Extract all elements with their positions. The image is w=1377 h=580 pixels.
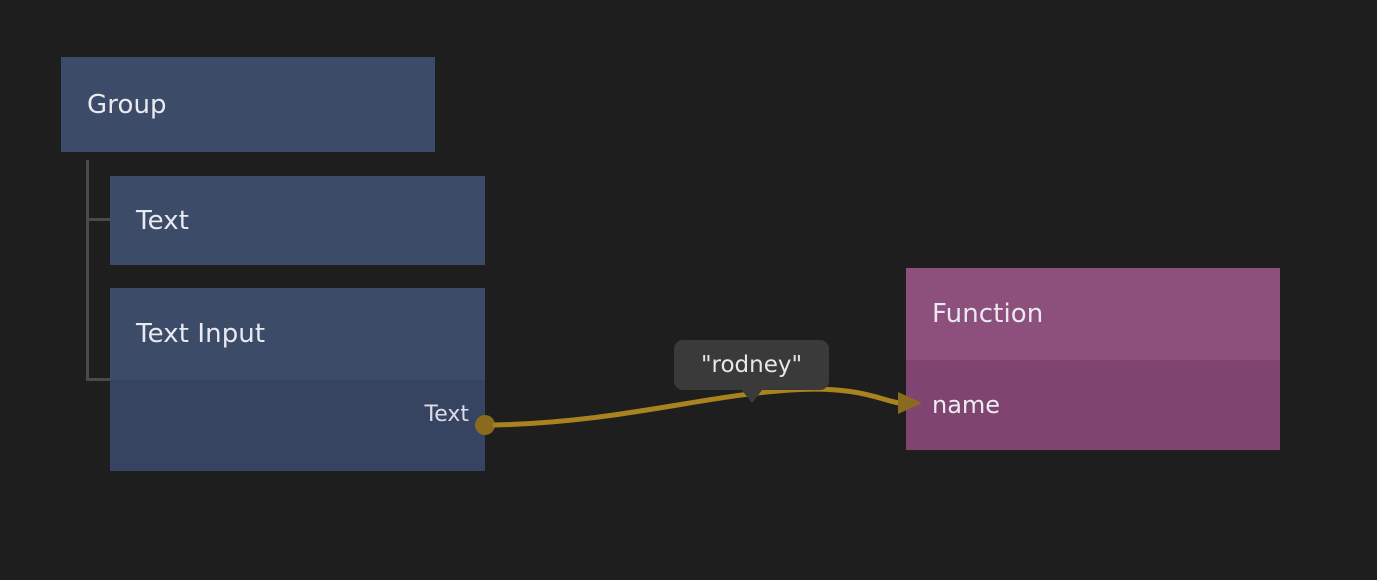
tree-branch-stub-text [86,218,110,221]
output-port-row-text[interactable]: Text [425,402,486,427]
node-text-input[interactable]: Text Input Text [110,288,495,471]
input-port-label-name: name [932,391,1001,419]
node-text[interactable]: Text [110,176,485,265]
node-text-input-body: Text [110,380,485,471]
node-function-body: name [906,360,1280,450]
node-group[interactable]: Group [61,57,435,152]
node-text-input-header[interactable]: Text Input [110,288,485,380]
node-group-header[interactable]: Group [61,57,435,152]
output-port-label-text: Text [424,402,470,427]
output-port-dot-text[interactable] [475,415,495,435]
node-text-input-title: Text Input [136,319,266,349]
tooltip-tail-icon [740,389,763,403]
node-function-title: Function [932,299,1044,329]
connection-wire-text-to-name[interactable] [492,386,903,428]
node-text-header[interactable]: Text [110,176,485,265]
node-text-title: Text [136,205,189,236]
tree-branch-stub-text-input [86,378,110,381]
wire-value-tooltip: "rodney" [674,340,829,403]
node-function[interactable]: Function name [906,268,1280,450]
tree-vertical-line [86,160,89,381]
wire-value-text: "rodney" [700,352,803,378]
node-function-header[interactable]: Function [906,268,1280,360]
node-group-title: Group [87,89,167,120]
